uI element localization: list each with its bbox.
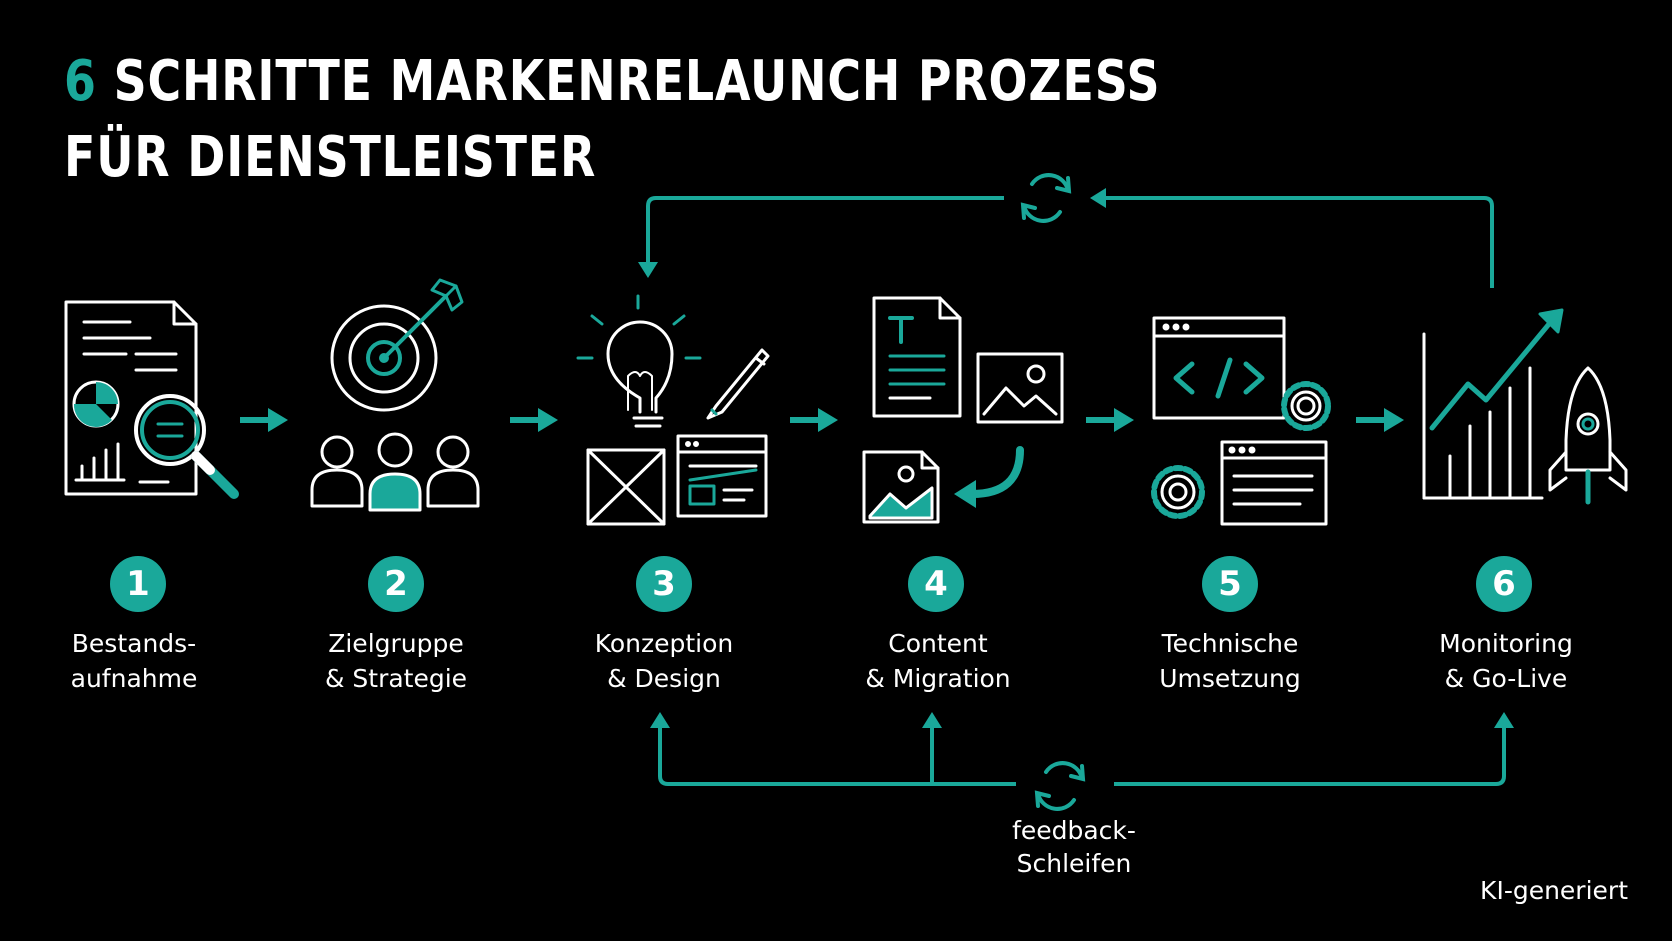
step-5-badge: 5 [1202,556,1258,612]
step-3-label-line-2: & Design [607,664,721,693]
step-2-label-line-2: & Strategie [324,664,468,693]
refresh-icon-bottom [1034,761,1086,811]
step-5-label: Technische Umsetzung [1120,626,1340,696]
step-2-label: Zielgruppe & Strategie [286,626,506,696]
top-loop-connector [638,188,1494,288]
title-line-1-text: SCHRITTE MARKENRELAUNCH PROZESS [96,49,1161,114]
step-3-label: Konzeption & Design [554,626,774,696]
step-5-label-line-1: Technische [1161,629,1299,658]
step-2-label-line-1: Zielgruppe [328,629,464,658]
code-gear-icon [1151,316,1331,526]
idea-design-icon [576,294,770,526]
step-3-badge: 3 [636,556,692,612]
step-4-label-line-2: & Migration [865,664,1011,693]
arrow-2-3 [510,408,558,432]
content-migration-icon [862,296,1064,524]
document-magnifier-icon [64,300,239,499]
feedback-loop-label: feedback- Schleifen [974,814,1174,880]
step-1-label: Bestands- aufnahme [24,626,244,696]
page-title: 6 SCHRITTE MARKENRELAUNCH PROZESS FÜR DI… [64,44,1160,196]
arrow-5-6 [1356,408,1404,432]
step-1-badge: 1 [110,556,166,612]
step-4-label: Content & Migration [828,626,1048,696]
title-number: 6 [64,49,97,114]
step-1-label-line-1: Bestands- [71,629,197,658]
refresh-icon-top [1020,173,1072,223]
bottom-loop-connector [650,712,1514,786]
title-line-2: FÜR DIENSTLEISTER [64,125,597,190]
growth-rocket-icon [1422,308,1628,505]
step-5-label-line-2: Umsetzung [1159,664,1301,693]
step-2-badge: 2 [368,556,424,612]
feedback-label-line-1: feedback- [1012,816,1136,845]
title-line-1: 6 SCHRITTE MARKENRELAUNCH PROZESS [64,44,1160,120]
ai-generated-note: KI-generiert [1480,876,1628,905]
arrow-3-4 [790,408,838,432]
arrow-4-5 [1086,408,1134,432]
step-6-label: Monitoring & Go-Live [1396,626,1616,696]
target-audience-icon [310,278,480,512]
step-1-label-line-2: aufnahme [70,664,198,693]
step-3-label-line-1: Konzeption [594,629,734,658]
feedback-label-line-2: Schleifen [1016,849,1132,878]
step-6-badge: 6 [1476,556,1532,612]
flow-arrows [240,408,1404,432]
step-6-label-line-1: Monitoring [1439,629,1573,658]
arrow-1-2 [240,408,288,432]
step-4-label-line-1: Content [888,629,988,658]
step-6-label-line-2: & Go-Live [1444,664,1568,693]
step-4-badge: 4 [908,556,964,612]
